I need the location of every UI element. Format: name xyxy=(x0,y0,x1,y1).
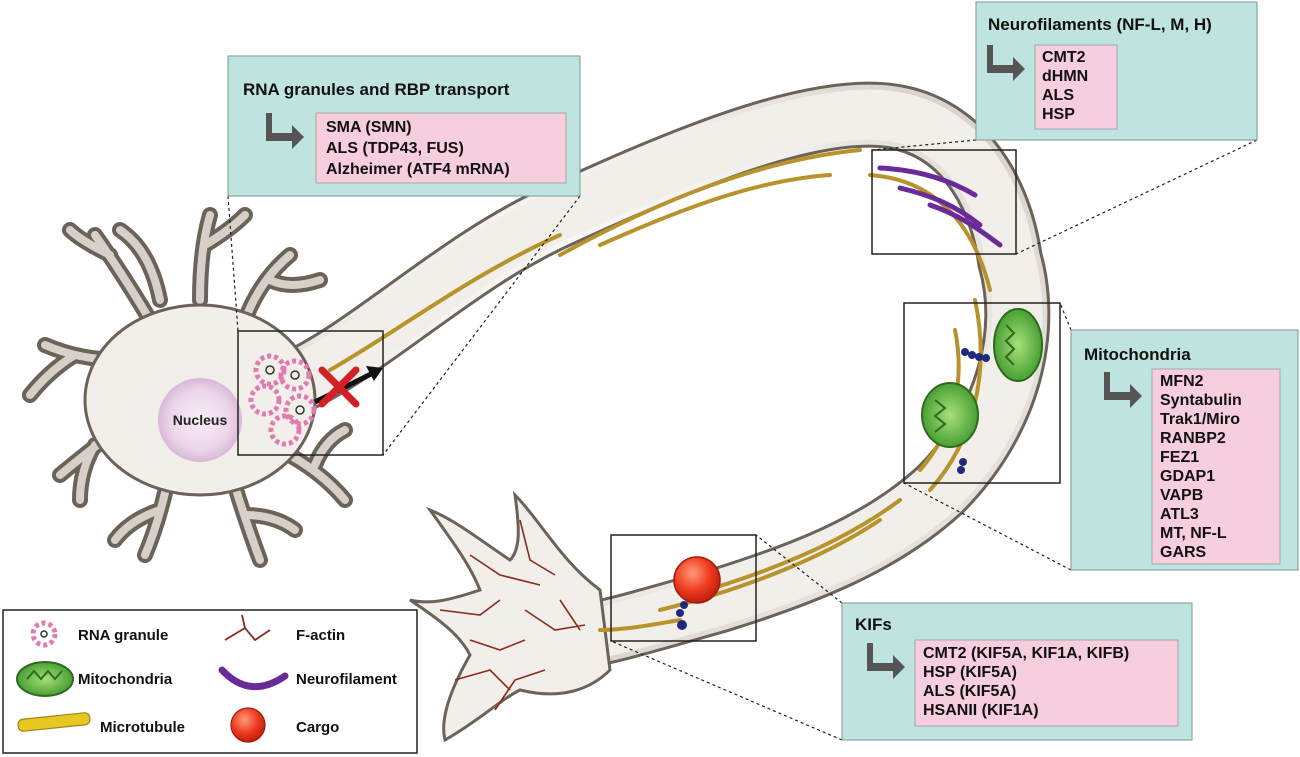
disease-list xyxy=(315,112,567,184)
motor-protein xyxy=(676,348,990,630)
zoom-box-kifs xyxy=(610,534,757,642)
nucleus-label: Nucleus xyxy=(173,412,228,428)
panel-rna-granules: RNA granules and RBP transport SMA (SMN)… xyxy=(227,55,581,197)
disease-list xyxy=(914,639,1179,727)
disease-item: GARS xyxy=(1160,544,1207,561)
nucleus xyxy=(158,378,242,462)
cargo xyxy=(673,556,721,604)
legend-label: RNA granule xyxy=(78,627,168,644)
zoom-boxes xyxy=(237,149,1061,642)
blocked-transport-arrow xyxy=(313,366,383,408)
legend-mitochondria-icon xyxy=(16,661,74,697)
legend-cargo-icon xyxy=(230,707,266,743)
disease-item: FEZ1 xyxy=(1160,449,1199,466)
disease-item: MT, NF-L xyxy=(1160,525,1227,542)
bent-arrow-icon xyxy=(266,113,304,149)
disease-item: Alzheimer (ATF4 mRNA) xyxy=(326,161,510,178)
mitochondrion xyxy=(921,382,979,448)
bent-arrow-icon xyxy=(987,45,1025,81)
panel-title: RNA granules and RBP transport xyxy=(243,80,510,99)
neuron: Nucleus xyxy=(22,81,1051,743)
legend-neurofilament-icon xyxy=(218,666,289,691)
disease-item: HSP xyxy=(1042,106,1075,123)
neurofilaments xyxy=(877,165,1003,248)
disease-item: RANBP2 xyxy=(1160,430,1226,447)
connector-lines xyxy=(227,139,1258,741)
disease-item: ALS xyxy=(1042,87,1074,104)
disease-item: CMT2 (KIF5A, KIF1A, KIFB) xyxy=(923,645,1129,662)
bent-arrow-icon xyxy=(1104,372,1142,408)
disease-item: ATL3 xyxy=(1160,506,1199,523)
panel-kifs: KIFs CMT2 (KIF5A, KIF1A, KIFB) HSP (KIF5… xyxy=(841,602,1193,741)
panel-title: KIFs xyxy=(855,615,892,634)
disease-item: MFN2 xyxy=(1160,373,1204,390)
legend: RNA granule F-actin Mitochondria Neurofi… xyxy=(2,609,418,754)
rna-granules xyxy=(248,353,317,447)
disease-list xyxy=(1151,368,1281,565)
disease-item: CMT2 xyxy=(1042,49,1086,66)
disease-item: ALS (KIF5A) xyxy=(923,683,1016,700)
panel-title: Mitochondria xyxy=(1084,345,1191,364)
disease-item: dHMN xyxy=(1042,68,1088,85)
mitochondrion xyxy=(993,308,1043,382)
disease-item: Trak1/Miro xyxy=(1160,411,1240,428)
legend-microtubule-icon xyxy=(17,712,91,732)
legend-label: Microtubule xyxy=(100,719,185,736)
zoom-box-soma xyxy=(237,330,384,456)
disease-item: VAPB xyxy=(1160,487,1203,504)
disease-item: Syntabulin xyxy=(1160,392,1242,409)
legend-label: Mitochondria xyxy=(78,671,173,688)
dendrites-inner xyxy=(26,211,349,564)
growth-cone xyxy=(409,490,612,743)
disease-item: HSANII (KIF1A) xyxy=(923,702,1039,719)
legend-label: Neurofilament xyxy=(296,671,397,688)
panel-neurofilaments: Neurofilaments (NF-L, M, H) CMT2 dHMN AL… xyxy=(975,1,1258,141)
disease-item: GDAP1 xyxy=(1160,468,1215,485)
legend-label: F-actin xyxy=(296,627,345,644)
panel-title: Neurofilaments (NF-L, M, H) xyxy=(988,15,1212,34)
disease-item: HSP (KIF5A) xyxy=(923,664,1017,681)
panel-mitochondria: Mitochondria MFN2 Syntabulin Trak1/Miro … xyxy=(1070,329,1299,571)
zoom-box-neurofilament xyxy=(871,149,1017,255)
legend-label: Cargo xyxy=(296,719,339,736)
zoom-box-mitochondria xyxy=(903,302,1061,484)
legend-f-actin-icon xyxy=(224,614,271,642)
disease-item: SMA (SMN) xyxy=(326,119,412,136)
legend-rna-granule-icon xyxy=(30,620,58,648)
disease-list xyxy=(1034,44,1118,130)
disease-item: ALS (TDP43, FUS) xyxy=(326,140,464,157)
f-actin xyxy=(439,519,586,711)
bent-arrow-icon xyxy=(867,643,905,679)
